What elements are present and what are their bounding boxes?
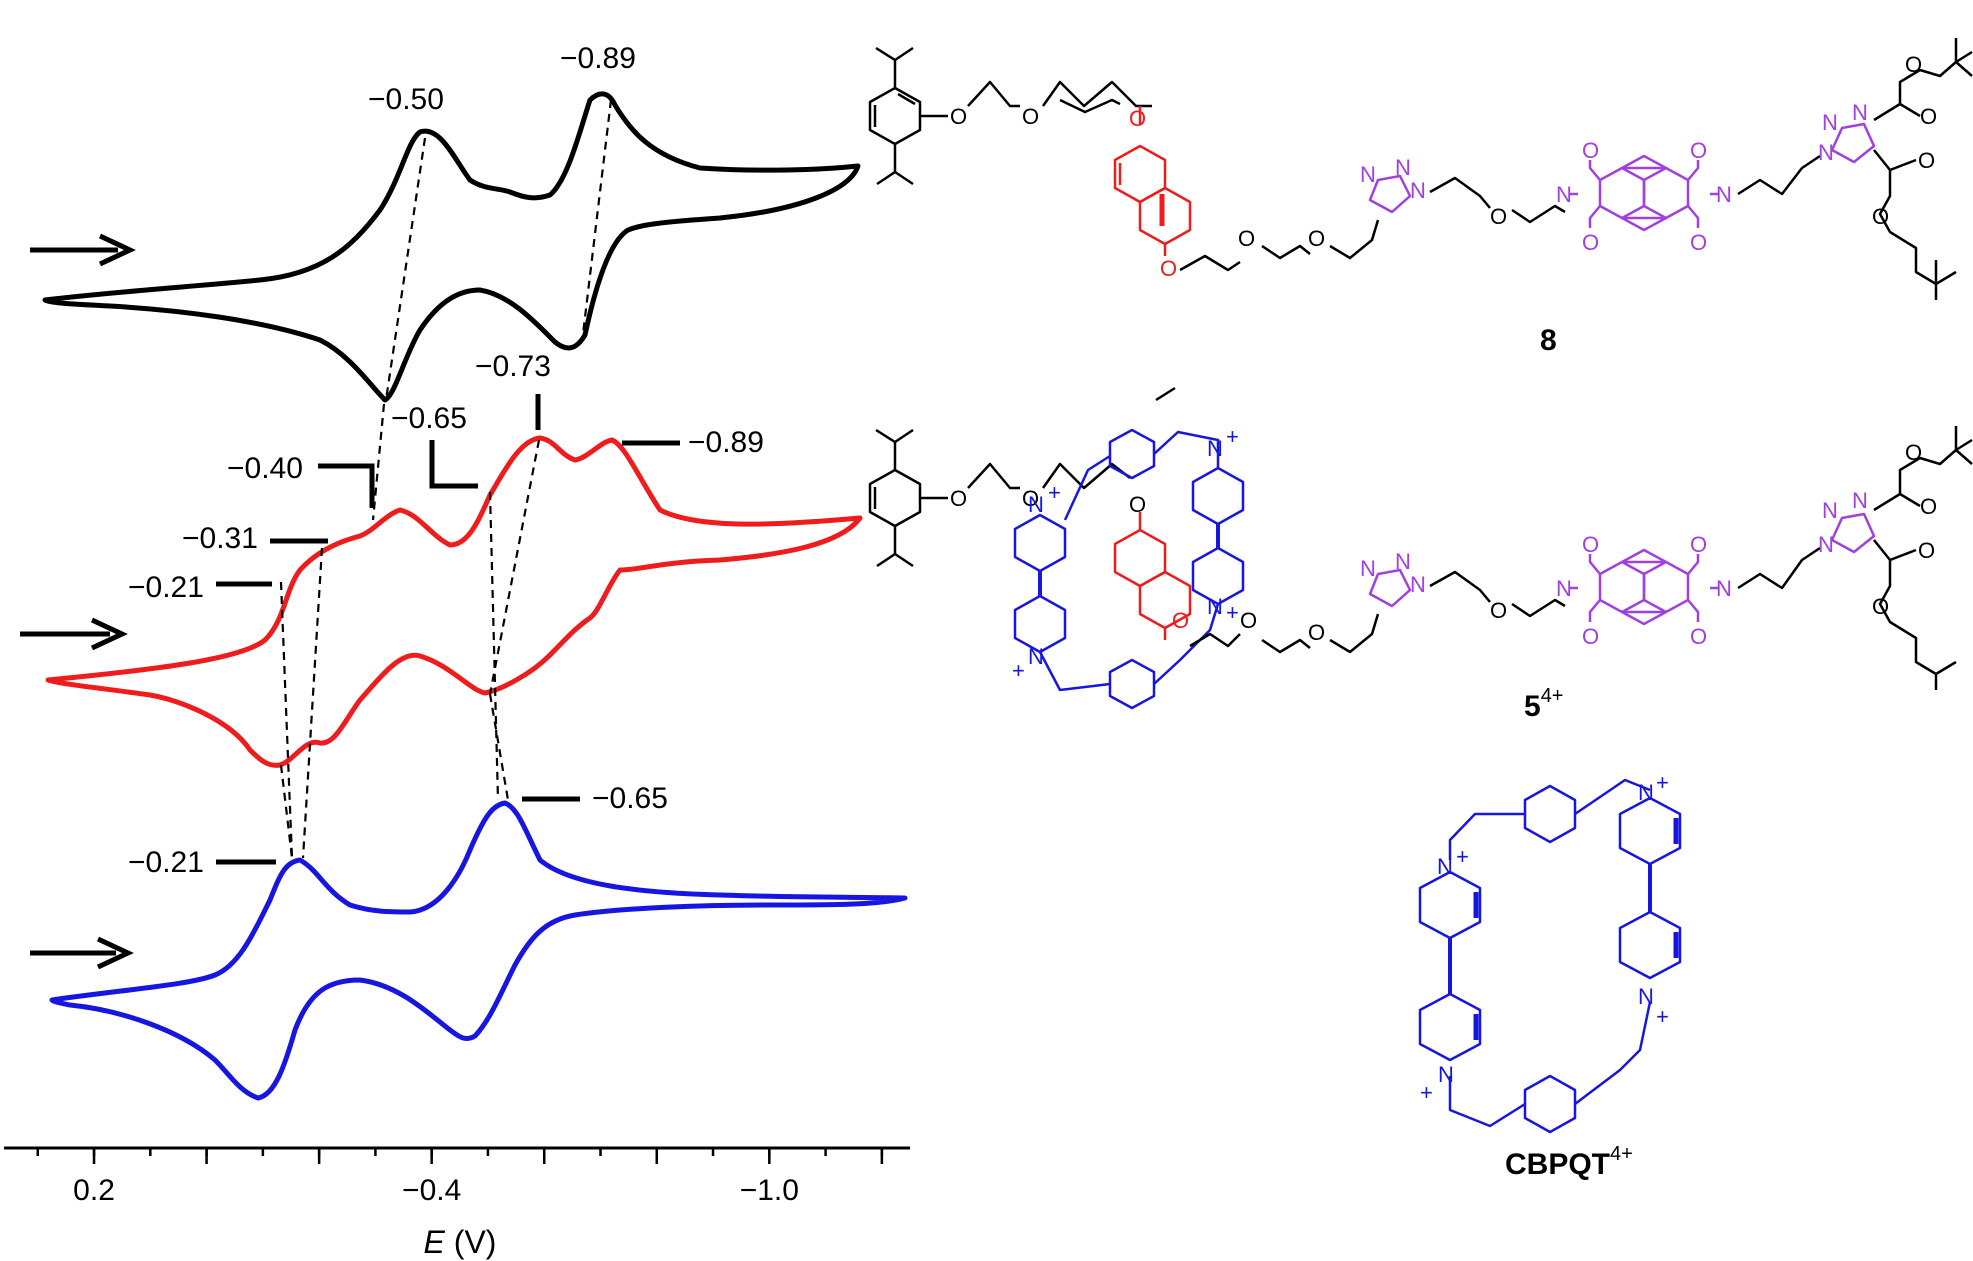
compound-label-5: 54+	[1524, 685, 1564, 723]
charge-plus: +	[1656, 770, 1669, 795]
oxygen-atom: O	[1582, 624, 1599, 649]
x-axis-ticks	[36, 1148, 884, 1164]
peak-label: −0.21	[128, 846, 204, 879]
oxygen-atom: O	[1872, 594, 1889, 619]
oxygen-atom: O	[1690, 532, 1707, 557]
oxygen-atom: O	[1172, 608, 1189, 633]
oxygen-atom: O	[1582, 230, 1599, 255]
charge-plus: +	[1012, 658, 1025, 683]
oxygen-atom: O	[1129, 106, 1146, 131]
charge-plus: +	[1048, 480, 1061, 505]
peak-label: −0.40	[227, 452, 303, 485]
peak-marker	[429, 440, 478, 489]
nitrogen-atom: N	[1818, 532, 1834, 557]
oxygen-atom: O	[1238, 226, 1255, 251]
oxygen-atom: O	[1022, 486, 1039, 511]
oxygen-atom: O	[950, 486, 967, 511]
oxygen-atom: O	[1582, 532, 1599, 557]
nitrogen-atom: N	[1852, 488, 1868, 513]
peak-label: −0.21	[128, 571, 204, 604]
nitrogen-atom: N	[1822, 110, 1838, 135]
nitrogen-atom: N	[1638, 984, 1654, 1009]
structure-compound-5: O O N N N N + + + +	[868, 424, 1973, 710]
cv-trace-blue	[49, 800, 908, 1101]
oxygen-atom: O	[1920, 104, 1937, 129]
nitrogen-atom: N	[1360, 556, 1376, 581]
oxygen-atom: O	[1490, 598, 1507, 623]
structure-cbpqt	[1418, 778, 1682, 1134]
charge-plus: +	[1226, 424, 1239, 449]
nitrogen-atom: N	[1556, 182, 1572, 207]
oxygen-atom: O	[950, 104, 967, 129]
nitrogen-atom: N	[1207, 436, 1223, 461]
nitrogen-atom: N	[1028, 492, 1044, 517]
x-axis-tick-labels: 0.2 −0.4 −1.0	[73, 1174, 799, 1207]
oxygen-atom: O	[1160, 256, 1177, 281]
peak-label: −0.73	[475, 350, 551, 383]
peak-label: −0.31	[182, 522, 258, 555]
nitrogen-atom: N	[1716, 576, 1732, 601]
cv-trace-black	[42, 91, 861, 403]
nitrogen-atom: N	[1395, 549, 1411, 574]
oxygen-atom: O	[1905, 52, 1922, 77]
x-axis-title: E (V)	[424, 1224, 497, 1260]
oxygen-atom: O	[1920, 494, 1937, 519]
nitrogen-atom: N	[1716, 182, 1732, 207]
charge-plus: +	[1656, 1004, 1669, 1029]
oxygen-atom: O	[1490, 204, 1507, 229]
oxygen-atom: O	[1690, 230, 1707, 255]
nitrogen-atom: N	[1822, 498, 1838, 523]
structures: O O O O O O	[868, 38, 1973, 1181]
peak-marker	[318, 463, 375, 508]
oxygen-atom: O	[1918, 538, 1935, 563]
cv-plot: −0.50 −0.89 −0.21 −0.31 −0.40 −0.65 −0.7…	[4, 42, 910, 1260]
nitrogen-atom: N	[1556, 576, 1572, 601]
nitrogen-atom: N	[1438, 1062, 1454, 1087]
compound-label-8: 8	[1540, 324, 1557, 357]
oxygen-atom: O	[1690, 138, 1707, 163]
nitrogen-atom: N	[1410, 572, 1426, 597]
peak-label: −0.65	[391, 402, 467, 435]
compound-label-cbpqt: CBPQT4+	[1505, 1143, 1633, 1181]
peak-label: −0.65	[592, 782, 668, 815]
cv-trace-red	[45, 435, 863, 768]
nitrogen-atom: N	[1638, 780, 1654, 805]
nitrogen-atom: N	[1852, 100, 1868, 125]
peak-label: −0.89	[560, 42, 636, 75]
x-axis-tick-label: 0.2	[73, 1174, 115, 1207]
oxygen-atom: O	[1872, 204, 1889, 229]
nitrogen-atom: N	[1207, 594, 1223, 619]
charge-plus: +	[1420, 1080, 1433, 1105]
oxygen-atom: O	[1240, 608, 1257, 633]
structure-compound-8: O O O O O O	[868, 38, 1973, 402]
charge-plus: +	[1456, 844, 1469, 869]
nitrogen-atom: N	[1028, 644, 1044, 669]
x-axis-tick-label: −0.4	[402, 1174, 461, 1207]
oxygen-atom: O	[1129, 492, 1146, 517]
peak-label: −0.89	[688, 426, 764, 459]
oxygen-atom: O	[1308, 620, 1325, 645]
oxygen-atom: O	[1918, 148, 1935, 173]
oxygen-atom: O	[1905, 440, 1922, 465]
oxygen-atom: O	[1308, 226, 1325, 251]
oxygen-atom: O	[1582, 138, 1599, 163]
nitrogen-atom: N	[1437, 854, 1453, 879]
arrow-icon	[30, 233, 136, 267]
arrow-icon	[30, 936, 134, 970]
nitrogen-atom: N	[1395, 155, 1411, 180]
nitrogen-atom: N	[1818, 140, 1834, 165]
nitrogen-atom: N	[1410, 178, 1426, 203]
oxygen-atom: O	[1022, 104, 1039, 129]
arrow-icon	[20, 617, 128, 651]
nitrogen-atom: N	[1360, 162, 1376, 187]
peak-label: −0.50	[368, 83, 444, 116]
x-axis-tick-label: −1.0	[740, 1174, 799, 1207]
charge-plus: +	[1226, 600, 1239, 625]
oxygen-atom: O	[1690, 624, 1707, 649]
peak-guide-lines	[279, 99, 613, 859]
